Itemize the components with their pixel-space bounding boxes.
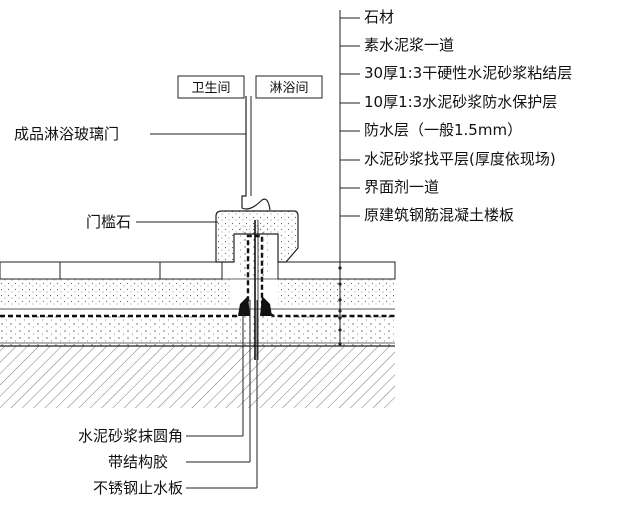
leveling-layer	[0, 316, 395, 346]
label-concrete-slab: 原建筑钢筋混凝土楼板	[364, 206, 514, 224]
label-stone: 石材	[364, 8, 394, 26]
label-structural-adhesive: 带结构胶	[108, 453, 168, 471]
bonding-layer-right	[278, 279, 395, 307]
label-cement-slurry: 素水泥浆一道	[364, 36, 454, 54]
mortar-fillet-right	[260, 296, 272, 316]
right-leader-ticks	[338, 266, 342, 346]
room-label-right: 淋浴间	[269, 81, 308, 96]
bonding-layer-left	[0, 279, 232, 307]
label-water-stop: 不锈钢止水板	[93, 479, 183, 497]
label-interface-agent: 界面剂一道	[364, 178, 439, 196]
stone-tile-right	[277, 261, 396, 280]
label-waterproof-layer: 防水层（一般1.5mm）	[364, 121, 522, 139]
room-label-box-right	[255, 75, 323, 99]
threshold-stone	[215, 210, 299, 263]
stone-tile-left	[0, 261, 223, 280]
concrete-slab	[0, 346, 395, 408]
label-protective-layer: 10厚1:3水泥砂浆防水保护层	[364, 93, 557, 111]
label-leveling-layer: 水泥砂浆找平层(厚度依现场)	[364, 150, 556, 168]
label-bonding-layer: 30厚1:3干硬性水泥砂浆粘结层	[364, 64, 572, 82]
room-label-left: 卫生间	[191, 81, 230, 96]
label-glass-door: 成品淋浴玻璃门	[14, 125, 119, 143]
room-label-box-left	[177, 75, 245, 99]
mortar-fillet-left	[238, 296, 250, 316]
glass-door-frame	[241, 96, 271, 211]
label-threshold: 门槛石	[86, 213, 131, 231]
label-mortar-fillet: 水泥砂浆抹圆角	[78, 427, 183, 445]
